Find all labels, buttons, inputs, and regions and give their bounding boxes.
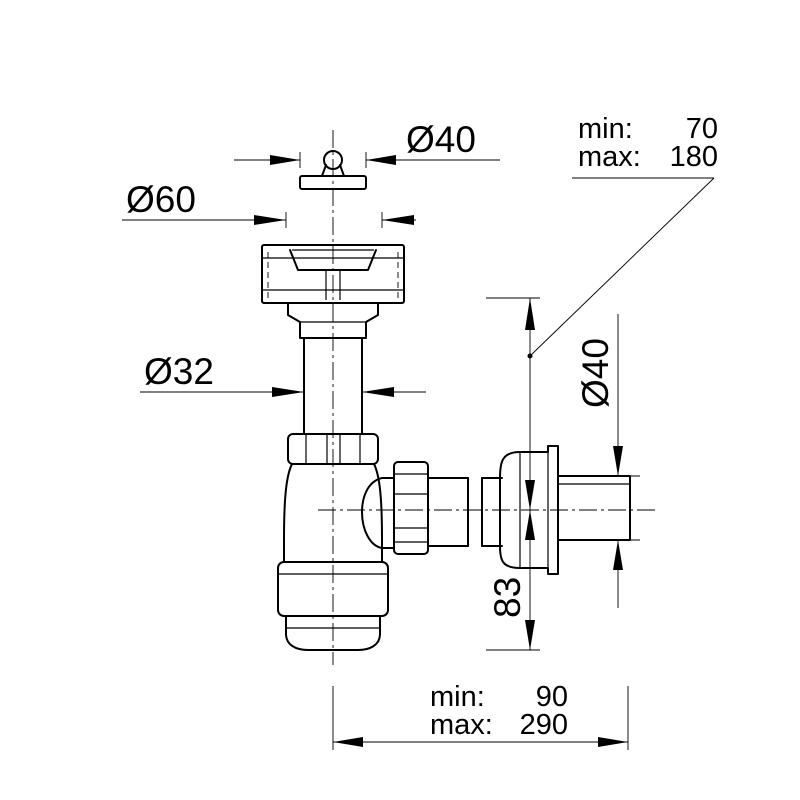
length-min-value: 90 — [536, 681, 568, 713]
length-adjust-dimension: min: 90 max: 290 — [332, 681, 629, 750]
wall-connector — [499, 445, 631, 575]
tailpipe-diameter-label: Ø32 — [144, 351, 214, 392]
outlet-elbow — [361, 461, 429, 555]
length-max-label: max: — [430, 709, 493, 741]
outlet-pipe — [427, 477, 503, 547]
dim-strainer-diameter: Ø40 — [234, 119, 500, 168]
dim-water-seal-height: 83 — [486, 297, 540, 651]
dim-tailpipe-diameter: Ø32 — [140, 351, 426, 397]
dim-flange-diameter: Ø60 — [122, 179, 416, 228]
height-min-value: 70 — [686, 113, 718, 145]
length-max-value: 290 — [520, 709, 568, 741]
water-seal-height-label: 83 — [487, 577, 528, 618]
height-adjust-note: min: 70 max: 180 — [527, 113, 718, 359]
leader-dot — [527, 353, 533, 359]
length-min-label: min: — [430, 681, 485, 713]
center-axes — [318, 130, 655, 665]
outlet-diameter-label: Ø40 — [575, 338, 616, 408]
height-max-label: max: — [578, 141, 641, 173]
strainer-diameter-label: Ø40 — [406, 119, 476, 160]
height-max-value: 180 — [670, 141, 718, 173]
height-min-label: min: — [578, 113, 633, 145]
union-nut — [287, 433, 379, 465]
sink-flange — [261, 244, 405, 304]
strainer-plug — [299, 150, 367, 190]
dim-outlet-diameter: Ø40 — [575, 314, 640, 608]
trap-bottle — [277, 463, 389, 651]
flange-diameter-label: Ø60 — [126, 179, 196, 220]
